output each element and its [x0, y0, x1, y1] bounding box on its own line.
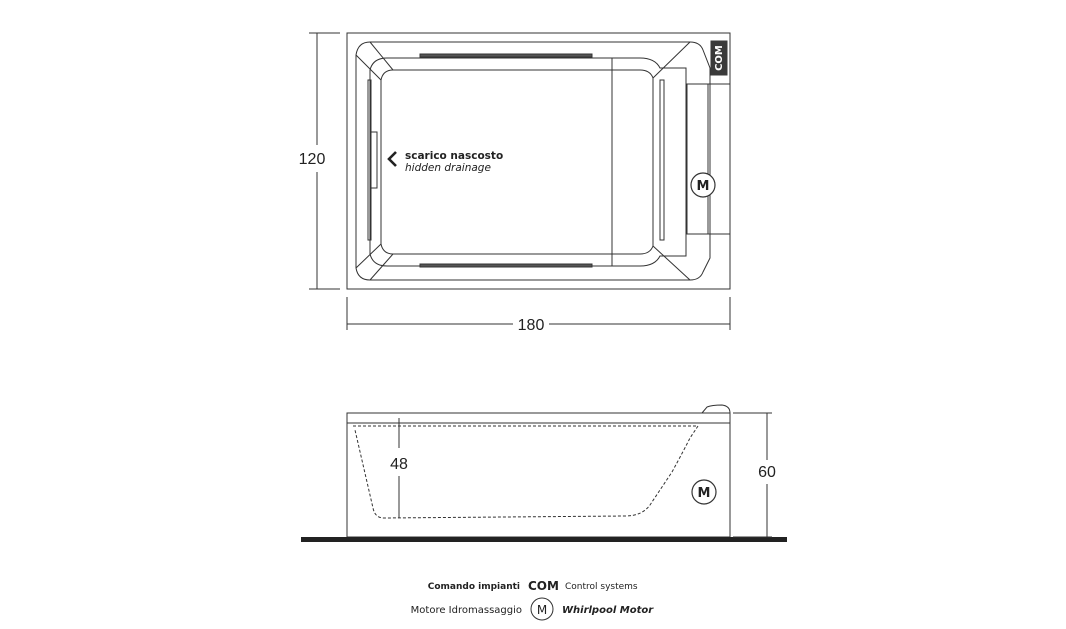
drain-label-it: scarico nascosto: [405, 150, 503, 162]
side-slot-left: [367, 79, 372, 241]
inner-depth-label: 48: [390, 456, 408, 473]
light-bar-top: [419, 53, 593, 58]
ground-line: [301, 537, 787, 542]
drain-recess: [370, 131, 378, 189]
motor-circle-icon: [690, 172, 716, 198]
side-body: [346, 412, 731, 538]
height-dimension-label: 120: [299, 151, 326, 168]
tub-basin-outline: [369, 57, 687, 267]
width-dimension-label: 180: [518, 317, 545, 334]
legend-motor-it: Motore Idromassaggio: [411, 605, 522, 616]
chevron-left-icon: [387, 151, 397, 167]
motor-letter: M: [698, 486, 711, 501]
width-dimension: [346, 297, 731, 330]
side-headrest: [701, 404, 731, 414]
tub-basin-inner: [380, 69, 654, 255]
basin-profile-dashed: [353, 425, 699, 519]
light-bar-bottom: [419, 263, 593, 268]
motor-symbol-side: M: [691, 479, 717, 505]
motor-letter: M: [697, 179, 710, 194]
height-dimension: [309, 32, 340, 290]
tub-deck-outline: [355, 41, 711, 281]
legend-motor-en: Whirlpool Motor: [562, 605, 654, 616]
com-box: [710, 40, 728, 76]
top-view: [346, 32, 731, 290]
legend-control-en: Control systems: [565, 582, 638, 592]
chamfer-line: [652, 245, 691, 281]
legend: Comando impianti COM Control systems Mot…: [411, 579, 654, 621]
drain-label-en: hidden drainage: [405, 162, 491, 174]
chamfer-line: [369, 41, 394, 71]
legend-motor-symbol: M: [537, 603, 547, 617]
chamfer-line: [355, 243, 382, 269]
chamfer-line: [355, 54, 382, 81]
motor-circle-icon: [691, 479, 717, 505]
chamfer-line: [652, 41, 691, 79]
legend-control-code: COM: [528, 579, 559, 593]
total-height-dimension: [733, 412, 772, 538]
chamfer-line: [369, 253, 394, 281]
legend-control-it: Comando impianti: [428, 582, 520, 592]
legend-motor-circle-icon: [530, 597, 554, 621]
motor-symbol-top: M: [690, 172, 716, 198]
side-slot-right: [659, 79, 665, 241]
total-height-label: 60: [758, 464, 776, 481]
com-box-label: COM: [714, 45, 725, 71]
